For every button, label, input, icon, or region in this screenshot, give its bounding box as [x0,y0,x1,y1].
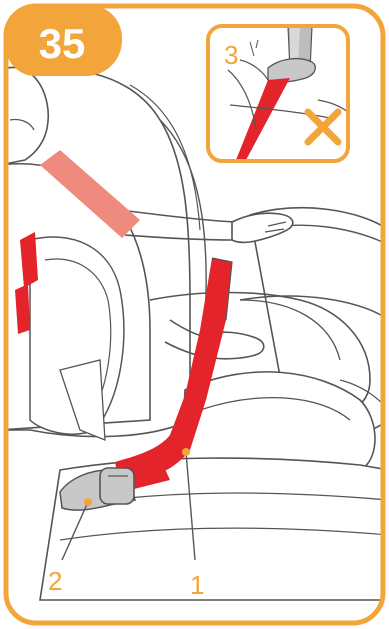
callout-label-2: 2 [48,566,62,596]
callout-label-3: 3 [224,40,238,70]
callout-dot-1 [182,448,190,456]
step-badge: 35 [6,6,122,76]
step-number: 35 [39,20,86,67]
callout-dot-2 [84,498,92,506]
callout-label-1: 1 [190,570,204,600]
inset-detail: 3 [208,26,348,161]
